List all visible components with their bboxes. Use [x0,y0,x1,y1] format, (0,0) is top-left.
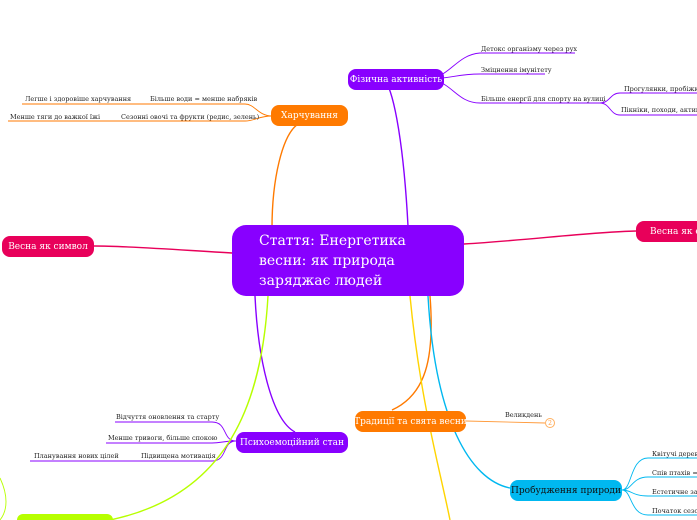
collapsed-count-badge[interactable]: 2 [545,418,555,428]
leaf-velykden[interactable]: Великдень [505,411,542,419]
edge-central-yellow [409,295,451,520]
leaf-menshe-tryvohy[interactable]: Менше тривоги, більше спокою [108,434,218,442]
node-fizychna-aktyvnist[interactable]: Фізична активність [348,69,444,90]
node-kharchuvannia[interactable]: Харчування [271,105,348,126]
edge-central-probudzhennia [427,295,511,489]
edge-central-kharchuvannia [271,123,299,229]
edge-central-tradytsii [391,295,432,411]
edge-central-lime [109,295,269,520]
leaf-motyvatsiia[interactable]: Підвищена мотивація [141,452,216,460]
edge-fizychna-sub [599,92,697,116]
leaf-piknyky[interactable]: Пікніки, походи, активне [621,106,697,114]
edge-kharchuvannia-sub [8,103,150,122]
node-label: Фізична активність [349,74,443,85]
node-label: Пробудження природи [511,485,621,496]
central-topic-title: Стаття: Енергетика весни: як природа зар… [259,232,406,289]
edge-lime-left [0,477,7,520]
node-lime-partial[interactable] [17,514,113,520]
leaf-estetychne[interactable]: Естетичне задо [652,488,697,496]
edge-central-psykho [254,295,296,433]
node-label: Весна як символ [8,241,88,252]
central-topic[interactable]: Стаття: Енергетика весни: як природа зар… [232,225,464,296]
node-label: Харчування [281,110,338,121]
node-label: Весна як емо [650,226,697,237]
leaf-prohulianky[interactable]: Прогулянки, пробіжки, вел [624,85,697,93]
node-label: Традиції та свята весни [354,416,467,427]
node-probudzhennia-pryrody[interactable]: Пробудження природи [510,480,622,501]
edge-probudzhennia-items [621,457,697,516]
leaf-kvituchi[interactable]: Квітучі дерева [652,450,697,458]
edge-central-fizychna [384,79,409,227]
leaf-enerhiia-sport[interactable]: Більше енергії для спорту на вулиці [481,95,606,103]
node-psykhoemotsiinyi-stan[interactable]: Психоемоційний стан [236,432,348,453]
leaf-pochatok-sezonu[interactable]: Початок сезону [652,507,697,515]
edge-central-emotsii [463,230,637,245]
leaf-menshe-tiahy[interactable]: Менше тяги до важкої їжі [10,113,101,121]
leaf-detoks[interactable]: Детокс організму через рух [481,45,578,53]
leaf-voda[interactable]: Більше води = менше набряків [150,95,258,103]
edge-kharchuvannia-items [120,103,273,122]
leaf-onovlennia[interactable]: Відчуття оновлення та старту [116,413,220,421]
edge-psykho-items [106,421,237,462]
leaf-lehshe[interactable]: Легше і здоровіше харчування [25,95,132,103]
edge-central-symbol [93,245,233,254]
node-vesna-symvol[interactable]: Весна як символ [2,236,94,257]
node-label: Психоемоційний стан [239,437,345,448]
leaf-planuvannia[interactable]: Планування нових цілей [34,452,119,460]
node-tradytsii[interactable]: Традиції та свята весни [354,411,467,432]
edge-fizychna-underlines [480,52,600,104]
edge-tradytsii-item [465,420,546,424]
leaf-sezonni-ovochi[interactable]: Сезонні овочі та фрукти (редис, зелень) [121,113,260,121]
leaf-spiv-ptakhiv[interactable]: Спів птахів = [652,469,697,477]
node-vesna-emotsii[interactable]: Весна як емо [636,221,697,242]
leaf-imunitet[interactable]: Зміцнення імунітету [481,66,552,74]
